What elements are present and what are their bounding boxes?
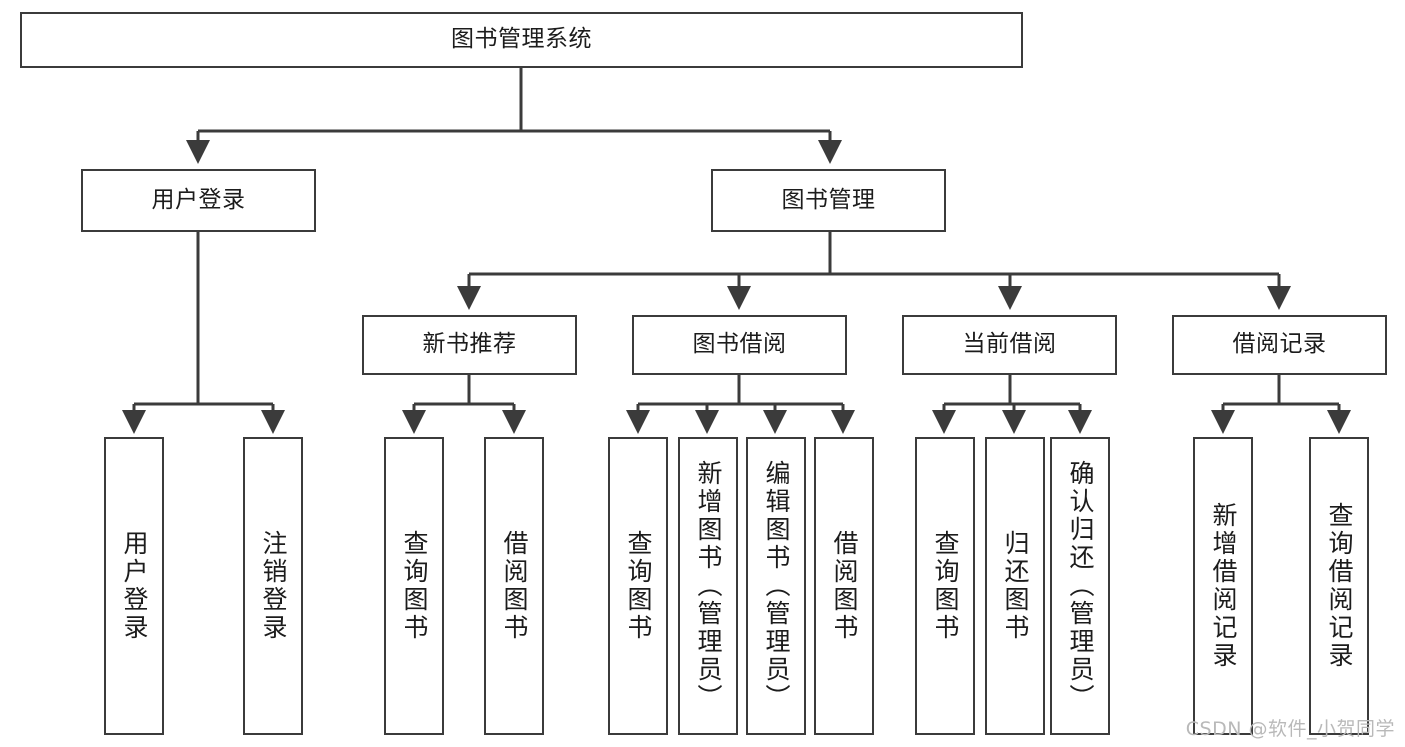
- node-label: 借阅图书: [830, 530, 859, 642]
- node-label: 新增借阅记录: [1209, 502, 1238, 670]
- node-new-book-recommend[interactable]: 新书推荐: [362, 315, 577, 375]
- leaf-user-logout[interactable]: 注销登录: [243, 437, 303, 735]
- leaf-record-query-borrow-record[interactable]: 查询借阅记录: [1309, 437, 1369, 735]
- node-label: 归还图书: [1001, 530, 1030, 642]
- node-label: 图书管理系统: [451, 26, 592, 53]
- leaf-current-query-book[interactable]: 查询图书: [915, 437, 975, 735]
- node-label: 借阅记录: [1232, 331, 1327, 358]
- leaf-borrow-query-book[interactable]: 查询图书: [608, 437, 668, 735]
- node-label: 确认归还（管理员）: [1066, 460, 1095, 712]
- node-label: 查询图书: [400, 530, 429, 642]
- leaf-borrow-edit-book-admin[interactable]: 编辑图书（管理员）: [746, 437, 806, 735]
- node-borrow-record[interactable]: 借阅记录: [1172, 315, 1387, 375]
- node-label: 新书推荐: [422, 331, 517, 358]
- node-label: 当前借阅: [962, 331, 1057, 358]
- node-label: 图书借阅: [692, 331, 787, 358]
- leaf-user-login[interactable]: 用户登录: [104, 437, 164, 735]
- node-label: 新增图书（管理员）: [694, 460, 723, 712]
- node-label: 查询图书: [624, 530, 653, 642]
- node-label: 编辑图书（管理员）: [762, 460, 791, 712]
- leaf-record-add-borrow-record[interactable]: 新增借阅记录: [1193, 437, 1253, 735]
- leaf-recommend-query-book[interactable]: 查询图书: [384, 437, 444, 735]
- leaf-borrow-borrow-book[interactable]: 借阅图书: [814, 437, 874, 735]
- node-book-management[interactable]: 图书管理: [711, 169, 946, 232]
- node-label: 用户登录: [151, 186, 246, 213]
- node-label: 借阅图书: [500, 530, 529, 642]
- node-user-login[interactable]: 用户登录: [81, 169, 316, 232]
- leaf-borrow-add-book-admin[interactable]: 新增图书（管理员）: [678, 437, 738, 735]
- node-label: 注销登录: [259, 530, 288, 642]
- node-root-system[interactable]: 图书管理系统: [20, 12, 1023, 68]
- leaf-current-return-book[interactable]: 归还图书: [985, 437, 1045, 735]
- node-label: 图书管理: [781, 186, 876, 213]
- node-label: 用户登录: [120, 530, 149, 642]
- leaf-recommend-borrow-book[interactable]: 借阅图书: [484, 437, 544, 735]
- node-label: 查询借阅记录: [1325, 502, 1354, 670]
- node-label: 查询图书: [931, 530, 960, 642]
- leaf-current-confirm-return-admin[interactable]: 确认归还（管理员）: [1050, 437, 1110, 735]
- node-book-borrow[interactable]: 图书借阅: [632, 315, 847, 375]
- node-current-borrow[interactable]: 当前借阅: [902, 315, 1117, 375]
